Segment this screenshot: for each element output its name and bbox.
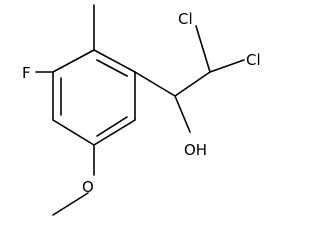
chlorine-bond-1	[195, 25, 211, 73]
carbinol-to-chcl2-bond	[174, 71, 211, 97]
ring-bond-c3-c4	[93, 119, 136, 146]
methoxy-ch3-bond	[52, 192, 89, 216]
ring-double-bond-inner-top	[96, 59, 128, 77]
chlorine-label-2: Cl	[246, 51, 261, 69]
hydroxyl-label: OH	[184, 141, 207, 159]
ring-bond-c1-c2	[93, 49, 136, 73]
fluorine-label: F	[22, 64, 31, 82]
ring-bond-c4-c5	[52, 119, 95, 146]
chlorine-label-1: Cl	[178, 10, 193, 28]
structure-canvas: Cl Cl OH F O	[22, 4, 261, 216]
chlorine-bond-2	[209, 59, 245, 73]
methoxy-oxygen-label: O	[82, 178, 94, 196]
benzene-ring	[52, 49, 136, 146]
ring-bond-c6-c1	[52, 49, 95, 73]
ring-double-bond-inner-lower-right	[96, 116, 128, 137]
molecule-diagram: Cl Cl OH F O	[22, 4, 261, 216]
carbinol-to-oh-bond	[174, 95, 191, 133]
ring-to-carbinol-bond	[134, 71, 176, 97]
